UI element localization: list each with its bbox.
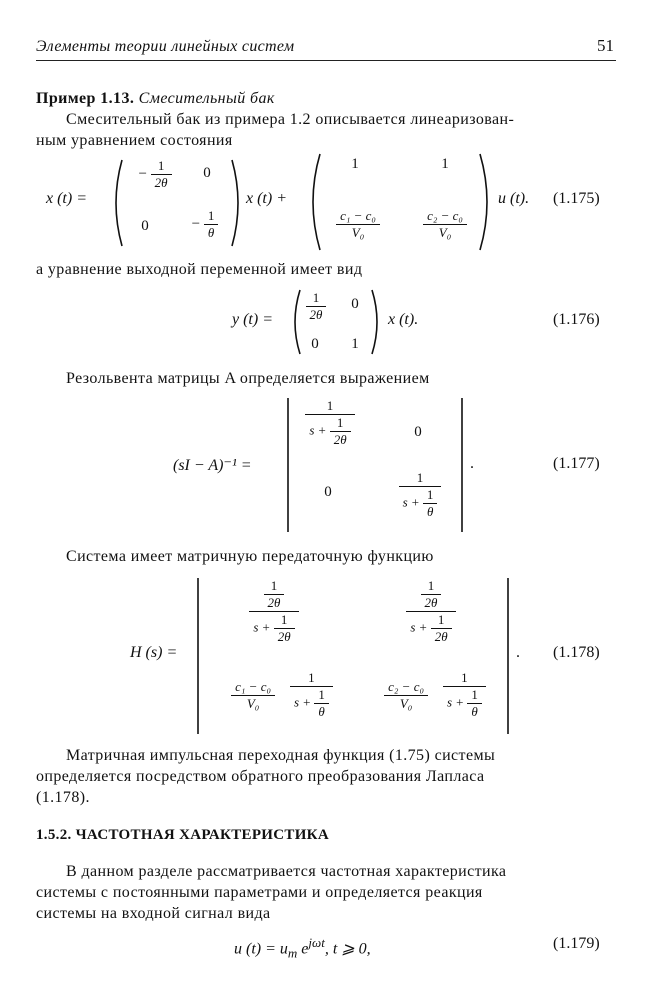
- eq178-right-bar: [507, 578, 509, 734]
- text-impulse-line-2: определяется посредством обратного преоб…: [36, 768, 485, 785]
- example-label: Пример 1.13.: [36, 90, 135, 107]
- eq178-rhs: .: [516, 644, 520, 661]
- eq179-number: (1.179): [553, 935, 600, 952]
- text-impulse-line-3: (1.178).: [36, 789, 90, 806]
- example-name: Смесительный бак: [138, 90, 275, 107]
- eq175-b-right-paren: [479, 153, 488, 251]
- eq177-lhs: (sI − A)⁻¹ =: [173, 457, 252, 474]
- eq179-formula: u (t) = um ejωt, t ⩾ 0,: [234, 935, 371, 961]
- eq175-lhs: x (t) =: [46, 190, 87, 207]
- eq178-lhs: H (s) =: [130, 644, 178, 661]
- running-header: Элементы теории линейных систем 51: [36, 36, 616, 66]
- eq176-c12: 0: [351, 296, 359, 312]
- text-transfer-function: Система имеет матричную передаточную фун…: [66, 548, 434, 565]
- eq175-b11: 1: [351, 156, 359, 172]
- eq176-lhs: y (t) =: [232, 311, 273, 328]
- eq176-c22: 1: [351, 336, 359, 352]
- section-title: ЧАСТОТНАЯ ХАРАКТЕРИСТИКА: [75, 827, 329, 843]
- eq176-left-paren: [294, 289, 301, 355]
- eq176-right-paren: [371, 289, 378, 355]
- eq175-b12: 1: [441, 156, 449, 172]
- text-output-equation: а уравнение выходной переменной имеет ви…: [36, 261, 363, 278]
- text-section-line-2: системы с постоянными параметрами и опре…: [36, 884, 483, 901]
- eq176-rhs: x (t).: [388, 311, 419, 328]
- eq175-a-left-paren: [115, 159, 123, 247]
- section-number: 1.5.2.: [36, 827, 72, 843]
- example-intro-line-1: Смесительный бак из примера 1.2 описывае…: [66, 111, 515, 128]
- example-intro-line-2: ным уравнением состояния: [36, 132, 233, 149]
- eq177-r12: 0: [414, 424, 422, 440]
- eq175-a-right-paren: [231, 159, 239, 247]
- eq177-left-bar: [287, 398, 289, 532]
- eq176-c21: 0: [311, 336, 319, 352]
- eq175-b-left-paren: [312, 153, 321, 251]
- text-resolvent: Резольвента матрицы A определяется выраж…: [66, 370, 430, 387]
- eq178-left-bar: [197, 578, 199, 734]
- page-number: 51: [597, 36, 614, 55]
- text-impulse-line-1: Матричная импульсная переходная функция …: [66, 747, 496, 764]
- eq177-number: (1.177): [553, 455, 600, 472]
- running-title: Элементы теории линейных систем: [36, 38, 295, 55]
- eq175-a12: 0: [203, 165, 211, 181]
- eq176-number: (1.176): [553, 311, 600, 328]
- section-heading: 1.5.2. ЧАСТОТНАЯ ХАРАКТЕРИСТИКА: [36, 827, 616, 844]
- header-rule: [36, 60, 616, 61]
- text-section-line-3: системы на входной сигнал вида: [36, 905, 271, 922]
- eq178-number: (1.178): [553, 644, 600, 661]
- eq175-a21: 0: [141, 218, 149, 234]
- eq177-rhs: .: [470, 455, 474, 472]
- text-section-line-1: В данном разделе рассматривается частотн…: [66, 863, 507, 880]
- example-heading-line: Пример 1.13. Смесительный бак: [36, 88, 616, 109]
- eq175-mid: x (t) +: [246, 190, 287, 207]
- eq177-r21: 0: [324, 484, 332, 500]
- eq175-number: (1.175): [553, 190, 600, 207]
- eq177-right-bar: [461, 398, 463, 532]
- eq175-rhs: u (t).: [498, 190, 530, 207]
